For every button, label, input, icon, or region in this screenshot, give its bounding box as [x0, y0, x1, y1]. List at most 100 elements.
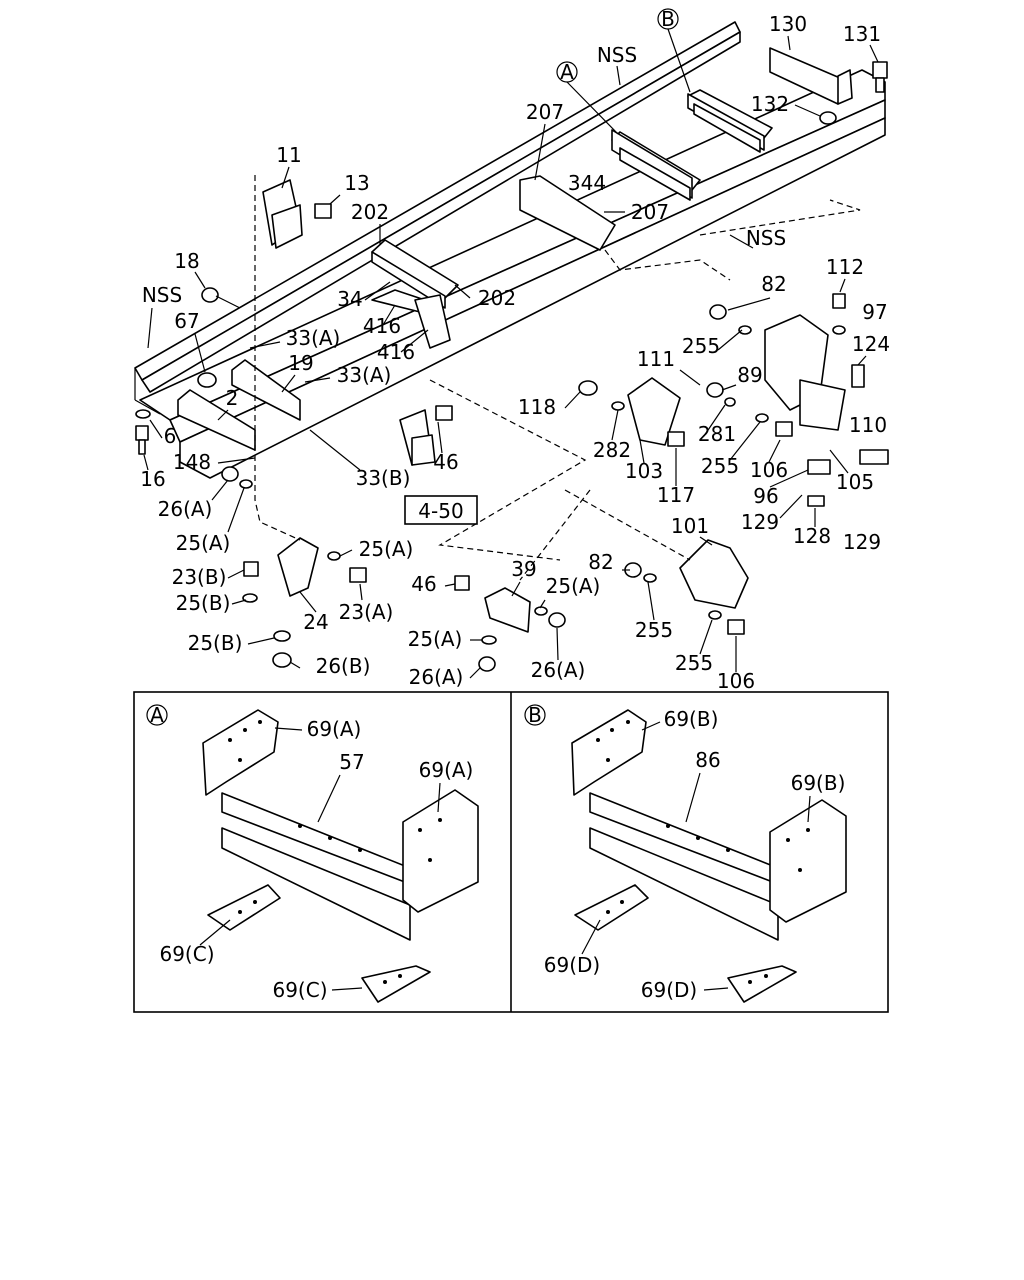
callout-2: 2	[226, 386, 239, 410]
callout-13: 13	[344, 171, 369, 195]
callout-26a: 26(A)	[531, 658, 586, 682]
crossmember-19	[231, 359, 301, 421]
callout-129: 129	[843, 530, 881, 554]
callout-416: 416	[377, 340, 415, 364]
reference-box-text: 4-50	[418, 499, 463, 523]
bracket-39	[484, 587, 531, 633]
callout-25a: 25(A)	[176, 531, 231, 555]
callout-67: 67	[174, 309, 199, 333]
callout-202: 202	[478, 286, 516, 310]
bracket-416	[371, 289, 451, 349]
inset-b-holes	[596, 720, 810, 984]
callout-25a: 25(A)	[408, 627, 463, 651]
inset-a: A 69(A) 57 69(A) 69(C) 69(C)	[146, 703, 479, 1003]
bracket-46	[399, 409, 436, 466]
dashed-guides	[254, 175, 861, 581]
inset-b-label-69b-top: 69(B)	[664, 707, 719, 731]
callout-11: 11	[276, 143, 301, 167]
callout-124: 124	[852, 332, 890, 356]
callout-25b: 25(B)	[188, 631, 243, 655]
inset-b-label-86: 86	[695, 748, 720, 772]
callout-129: 129	[741, 510, 779, 534]
inset-b-marker: B	[528, 703, 542, 727]
callout-105: 105	[836, 470, 874, 494]
inset-a-label-69a-right: 69(A)	[419, 758, 474, 782]
bracket-103	[627, 377, 681, 446]
callout-23a: 23(A)	[339, 600, 394, 624]
callout-416: 416	[363, 314, 401, 338]
callout-282: 282	[593, 438, 631, 462]
callout-6: 6	[164, 424, 177, 448]
callout-112: 112	[826, 255, 864, 279]
callout-nss: NSS	[142, 283, 182, 307]
callout-25a: 25(A)	[546, 574, 601, 598]
callout-89: 89	[737, 363, 762, 387]
callout-132: 132	[751, 92, 789, 116]
callout-82: 82	[588, 550, 613, 574]
callout-106: 106	[717, 669, 755, 693]
callout-128: 128	[793, 524, 831, 548]
inset-a-label-69c-left: 69(C)	[159, 942, 214, 966]
callout-148: 148	[173, 450, 211, 474]
leader-lines	[143, 28, 879, 679]
callout-255: 255	[675, 651, 713, 675]
inset-a-marker-circle	[146, 704, 168, 726]
crossmember-b	[687, 89, 773, 153]
callout-25b: 25(B)	[176, 591, 231, 615]
callout-25a: 25(A)	[359, 537, 414, 561]
inset-a-label-69c-bottom: 69(C)	[272, 978, 327, 1002]
callout-24: 24	[303, 610, 328, 634]
reference-box	[404, 495, 478, 525]
callout-131: 131	[843, 22, 881, 46]
callout-96: 96	[753, 484, 778, 508]
callout-26a: 26(A)	[158, 497, 213, 521]
callout-46: 46	[411, 572, 436, 596]
inset-a-label-57: 57	[339, 750, 364, 774]
callout-18: 18	[174, 249, 199, 273]
callout-26b: 26(B)	[316, 654, 371, 678]
callout-117: 117	[657, 483, 695, 507]
callout-82: 82	[761, 272, 786, 296]
callout-a-marker-text: A	[560, 60, 574, 84]
callout-26a: 26(A)	[409, 665, 464, 689]
inset-a-holes	[228, 720, 442, 984]
callout-46: 46	[433, 450, 458, 474]
inset-b-marker-circle	[524, 704, 546, 726]
callout-255: 255	[682, 334, 720, 358]
inset-b-label-69d-bottom: 69(D)	[641, 978, 697, 1002]
bracket-110	[764, 314, 846, 431]
callout-b-marker-text: B	[661, 7, 675, 31]
callout-33b: 33(B)	[356, 466, 411, 490]
callout-207: 207	[631, 200, 669, 224]
callout-33a: 33(A)	[286, 326, 341, 350]
callout-130: 130	[769, 12, 807, 36]
callout-34: 34	[337, 287, 362, 311]
fasteners	[135, 61, 889, 672]
bracket-11	[262, 179, 303, 249]
callout-202: 202	[351, 200, 389, 224]
callout-255: 255	[635, 618, 673, 642]
frame-rail-lower	[139, 69, 886, 479]
inset-b-label-69b-right: 69(B)	[791, 771, 846, 795]
callout-111: 111	[637, 347, 675, 371]
callout-23b: 23(B)	[172, 565, 227, 589]
crossmember-a	[611, 129, 701, 201]
callout-nss: NSS	[597, 43, 637, 67]
hanger-101	[679, 539, 749, 609]
callout-97: 97	[862, 300, 887, 324]
callout-19: 19	[288, 351, 313, 375]
inset-b-label-69d-left: 69(D)	[544, 953, 600, 977]
crossmember-344	[519, 175, 616, 251]
callout-118: 118	[518, 395, 556, 419]
callout-255: 255	[701, 454, 739, 478]
callout-16: 16	[140, 467, 165, 491]
callout-nss: NSS	[746, 226, 786, 250]
inset-a-label-69a-top: 69(A)	[307, 717, 362, 741]
inset-b: B 69(B) 86 69(B) 69(D) 69(D)	[524, 703, 847, 1003]
hanger-24	[277, 537, 319, 597]
callout-344: 344	[568, 171, 606, 195]
callout-101: 101	[671, 514, 709, 538]
callout-110: 110	[849, 413, 887, 437]
inset-a-marker: A	[150, 703, 164, 727]
